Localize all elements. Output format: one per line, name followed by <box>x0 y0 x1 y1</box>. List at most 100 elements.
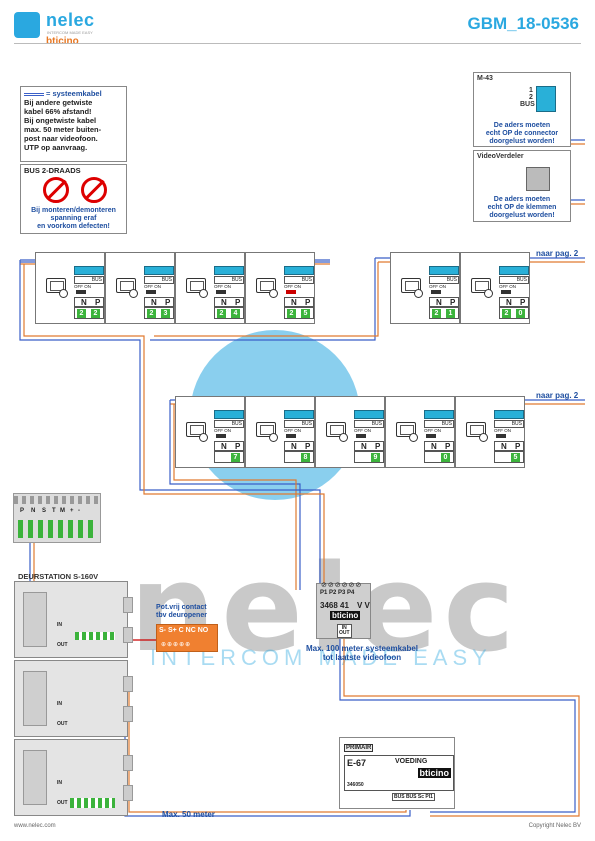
note-50-meter: Max. 50 meter <box>162 810 215 819</box>
out-label: OUT <box>57 721 68 727</box>
bus-terminal-icon <box>429 266 459 275</box>
info-line-5: post naar videofoon. <box>24 134 98 143</box>
unit-n-label: N <box>431 442 437 451</box>
naar-pag-label-row1: naar pag. 2 <box>536 249 579 258</box>
unit-offon-label: OFF ON <box>284 284 301 289</box>
warn-line-3: en voorkom defecten! <box>37 223 110 230</box>
unit-n-label: N <box>361 442 367 451</box>
unit-bus-label: BUS <box>499 276 529 284</box>
psu-voeding: VOEDING <box>395 758 428 765</box>
unit-offon-label: OFF ON <box>424 428 441 433</box>
unit-n-label: N <box>506 298 512 307</box>
dist-brand: bticino <box>330 611 361 620</box>
bus-terminal-icon <box>214 266 244 275</box>
unit-offon-label: OFF ON <box>284 428 301 433</box>
dist-ports: P1 P2 P3 P4 <box>320 590 355 596</box>
relay-title-1: Pot.vrij contact <box>156 604 207 611</box>
unit-p-label: P <box>520 298 526 307</box>
out-label: OUT <box>57 642 68 648</box>
unit-address: 8 <box>284 451 314 463</box>
m43-note: De aders moeten echt OP de connector doo… <box>476 122 568 146</box>
unit-offon-label: OFF ON <box>499 284 516 289</box>
legend-systeemkabel: = systeemkabel <box>24 89 123 98</box>
unit-offon-label: OFF ON <box>144 284 161 289</box>
conn-label-minus: - <box>78 508 80 514</box>
unit-n-label: N <box>81 298 87 307</box>
connector-pins <box>14 496 100 504</box>
power-supply-e67: PRIMAIR E-67 VOEDING 346050 bticino BUS … <box>339 737 455 809</box>
bus-terminal-icon <box>494 410 524 419</box>
cable-info-box: = systeemkabel Bij andere getwiste kabel… <box>20 86 127 162</box>
button-icon <box>269 433 278 442</box>
module-slot <box>23 592 47 647</box>
conn-label-m: M <box>60 508 65 514</box>
naar-pag-label-row3: naar pag. 2 <box>536 391 579 400</box>
module-tab <box>123 706 133 722</box>
address-digit-1: 2 <box>432 309 441 318</box>
button-icon <box>414 289 423 298</box>
bus-terminal-icon <box>214 410 244 419</box>
monitor-icon <box>116 278 136 293</box>
dist-number: 3468 41 <box>320 601 349 610</box>
deurstation-module-3: IN OUT <box>14 739 133 816</box>
monitor-icon <box>401 278 421 293</box>
unit-n-label: N <box>291 442 297 451</box>
warn-line-1: Bij monteren/demonteren <box>31 207 116 214</box>
dist-screws-icon: ⊘⊘⊘⊘⊘⊘ <box>321 582 363 589</box>
m43-bus: BUS <box>520 101 535 108</box>
address-digit-2: 0 <box>516 309 525 318</box>
header-divider <box>14 43 581 44</box>
psu-brand: bticino <box>417 768 451 778</box>
unit-p-label: P <box>445 442 451 451</box>
dist-out: OUT <box>339 630 350 636</box>
no-plug-icon <box>43 177 69 203</box>
unit-offon-label: OFF ON <box>74 284 91 289</box>
videoverdeler-panel: VideoVerdeler De aders moeten echt OP de… <box>473 150 571 222</box>
video-distributor-346841: ⊘⊘⊘⊘⊘⊘ P1 P2 P3 P4 3468 41 V V bticino I… <box>316 582 371 639</box>
address-digit-2: 5 <box>301 309 310 318</box>
address-digit-2: 7 <box>231 453 240 462</box>
unit-address: 0 <box>424 451 454 463</box>
bus-terminal-icon <box>499 266 529 275</box>
button-icon <box>59 289 68 298</box>
bus-warning-text: Bij monteren/demonteren spanning eraf en… <box>21 207 126 231</box>
unit-bus-label: BUS <box>354 420 384 428</box>
dip-switch-icon <box>426 434 436 438</box>
module-slot <box>23 750 47 805</box>
m43-panel: M-43 1 2 BUS De aders moeten echt OP de … <box>473 72 571 147</box>
logo-brand2: bticino <box>46 36 79 47</box>
module-tab <box>123 597 133 613</box>
unit-bus-label: BUS <box>494 420 524 428</box>
address-digit-2: 3 <box>161 309 170 318</box>
conn-label-p: P <box>20 508 25 514</box>
dip-switch-icon <box>286 434 296 438</box>
unit-address: 9 <box>354 451 384 463</box>
monitor-icon <box>256 278 276 293</box>
monitor-icon <box>396 422 416 437</box>
note-100-line-2: tot laatste videofoon <box>322 653 402 662</box>
in-label: IN <box>57 622 62 628</box>
dip-switch-icon <box>496 434 506 438</box>
deurstation-title: DEURSTATION S-160V <box>18 572 99 581</box>
unit-bus-label: BUS <box>284 276 314 284</box>
psu-terminals: BUS BUS Sc PI1 <box>392 793 435 801</box>
videoverdeler-note: De aders moeten echt OP de klemmen doorg… <box>476 196 568 220</box>
bus-warning-title: BUS 2-DRAADS <box>24 166 81 175</box>
logo-brand: nelec <box>46 10 95 30</box>
psu-primair: PRIMAIR <box>344 744 374 752</box>
bus-warning-box: BUS 2-DRAADS Bij monteren/demonteren spa… <box>20 164 127 234</box>
unit-bus-label: BUS <box>214 420 244 428</box>
relay-screws-icon: ⊕⊕⊕⊕⊕ <box>161 642 192 648</box>
logo-tagline: INTERCOM MADE EASY <box>47 30 93 35</box>
legend-label: = systeemkabel <box>46 89 102 98</box>
unit-offon-label: OFF ON <box>214 284 231 289</box>
